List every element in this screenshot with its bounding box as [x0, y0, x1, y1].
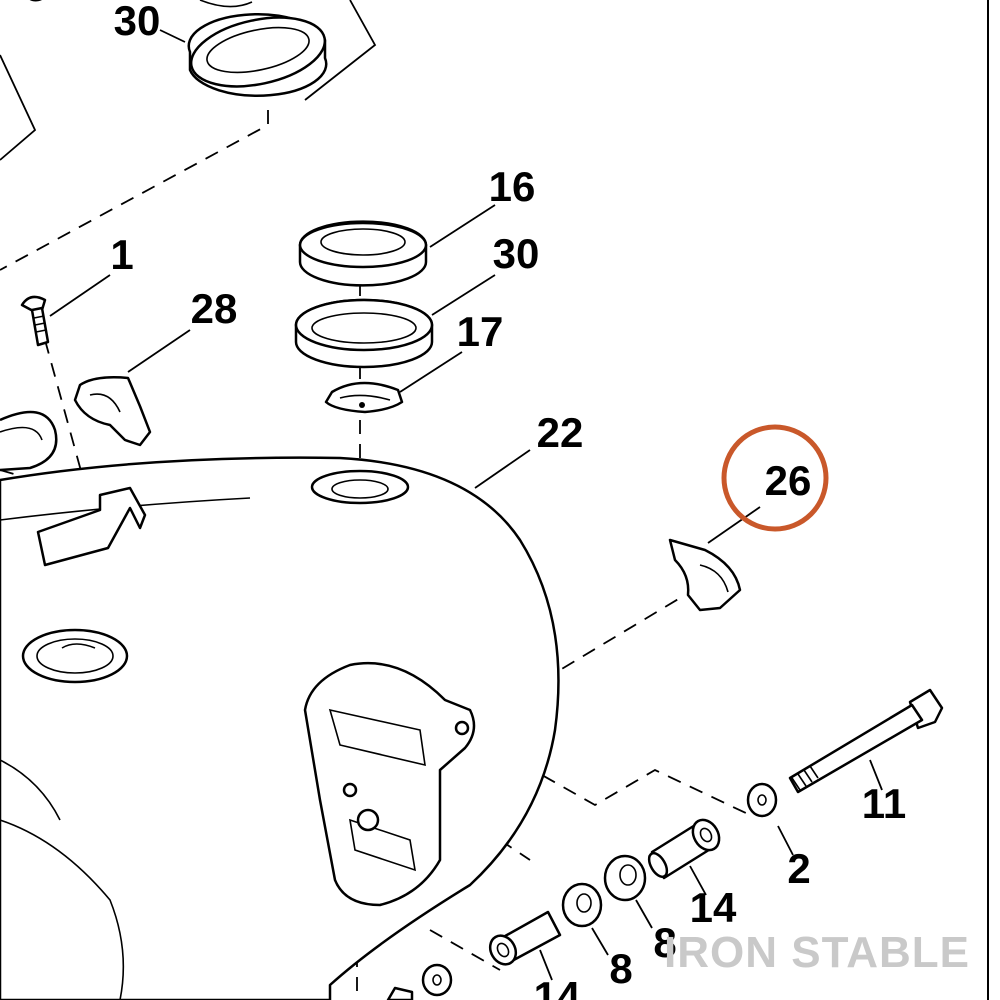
- gas-cap-16: [298, 220, 428, 287]
- callout-17: 17: [457, 308, 504, 355]
- callout-26: 26: [765, 457, 812, 504]
- grommet-8-a: [603, 854, 647, 902]
- leader-lines: [49, 29, 883, 981]
- retainer-clip-17: [324, 381, 404, 414]
- gasket-30-mid: [294, 298, 434, 369]
- fuel-tank-22: [0, 456, 560, 1000]
- callout-14-mid: 14: [690, 884, 737, 931]
- bolt-1: [20, 295, 50, 347]
- watermark-text: IRON STABLE: [664, 928, 970, 977]
- callout-11: 11: [862, 780, 906, 827]
- vent-grommet: [21, 628, 129, 684]
- callout-30-mid: 30: [493, 230, 540, 277]
- callout-5-top: 5: [24, 0, 47, 10]
- sleeve-14-mid: [647, 818, 721, 880]
- callout-2: 2: [787, 845, 810, 892]
- callout-22: 22: [537, 409, 584, 456]
- callout-labels: 30 5 16 30 1 28 17 22 26 11 2 14 8 8 14: [24, 0, 906, 1000]
- cable-clip-26: [668, 538, 742, 612]
- washer-bottom: [386, 963, 453, 1000]
- highlight-circle: [721, 424, 829, 532]
- callout-28: 28: [191, 285, 238, 332]
- upper-bracket-outline: [0, 0, 377, 161]
- callout-14-bottom: 14: [534, 973, 581, 1000]
- callout-8-a: 8: [653, 919, 676, 966]
- grommet-8-b: [561, 882, 603, 928]
- cable-clip-28: [73, 376, 152, 447]
- long-bolt-11: [788, 688, 944, 794]
- partial-ring: [0, 410, 58, 472]
- callout-8-b: 8: [609, 945, 632, 992]
- washer-2: [746, 782, 778, 818]
- sleeve-14-bottom: [488, 910, 562, 966]
- gasket-30-top: [187, 0, 328, 97]
- mount-bracket: [36, 486, 147, 567]
- callout-30-top: 30: [114, 0, 161, 44]
- callout-16: 16: [489, 163, 536, 210]
- callout-1: 1: [110, 231, 133, 278]
